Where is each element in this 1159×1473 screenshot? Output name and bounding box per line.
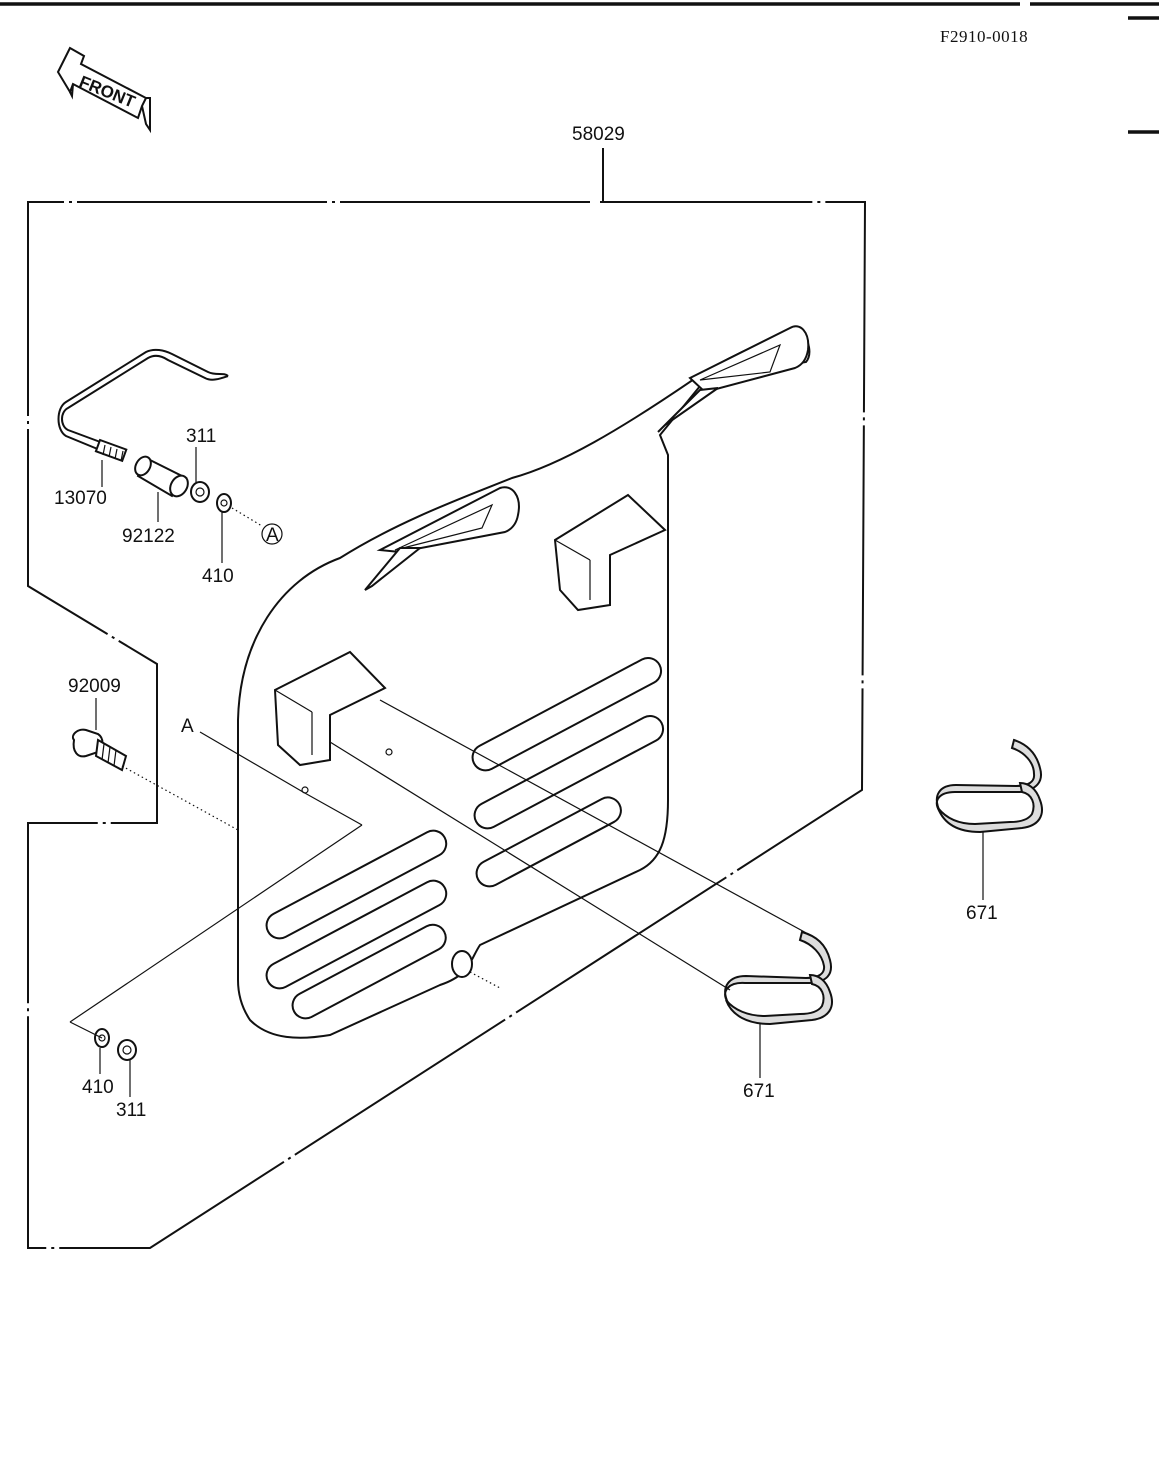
assembly-boundary bbox=[27, 148, 867, 1249]
part-label-92122: 92122 bbox=[122, 526, 175, 547]
part-label-13070: 13070 bbox=[54, 488, 107, 509]
part-labels: 58029 311 13070 92122 410 92009 410 311 … bbox=[54, 124, 998, 1121]
ref-a-left: A bbox=[181, 716, 194, 737]
front-arrow-icon: FRONT bbox=[56, 46, 151, 134]
part-label-671-installed: 671 bbox=[743, 1081, 775, 1102]
ref-a-circle-top bbox=[261, 523, 283, 545]
ref-a-top: A bbox=[266, 525, 279, 546]
nut-311-bottom bbox=[117, 1039, 137, 1061]
assembly-lines bbox=[69, 507, 811, 1039]
page-edge-marks bbox=[0, 2, 1159, 134]
part-label-410-bottom: 410 bbox=[82, 1077, 114, 1098]
part-label-92009: 92009 bbox=[68, 676, 121, 697]
callout-leaders bbox=[95, 447, 984, 1097]
nut-311-top bbox=[190, 481, 210, 503]
bolt-92009 bbox=[72, 728, 128, 772]
washer-410-top bbox=[216, 493, 232, 513]
part-label-671-loose: 671 bbox=[966, 903, 998, 924]
diagram-code: F2910-0018 bbox=[940, 27, 1028, 46]
louvre-slots-right bbox=[471, 656, 665, 888]
part-label-311-bottom: 311 bbox=[116, 1100, 146, 1121]
part-label-410-top: 410 bbox=[202, 566, 234, 587]
part-label-58029: 58029 bbox=[572, 124, 625, 145]
louvre-slots-left bbox=[265, 829, 448, 1020]
part-label-311-top: 311 bbox=[186, 426, 216, 447]
collar-92122 bbox=[134, 455, 189, 498]
grommet-671-loose bbox=[935, 738, 1043, 834]
rod-13070 bbox=[57, 348, 229, 463]
grommet-671-installed bbox=[724, 930, 833, 1026]
side-cover-58029 bbox=[237, 325, 811, 1039]
